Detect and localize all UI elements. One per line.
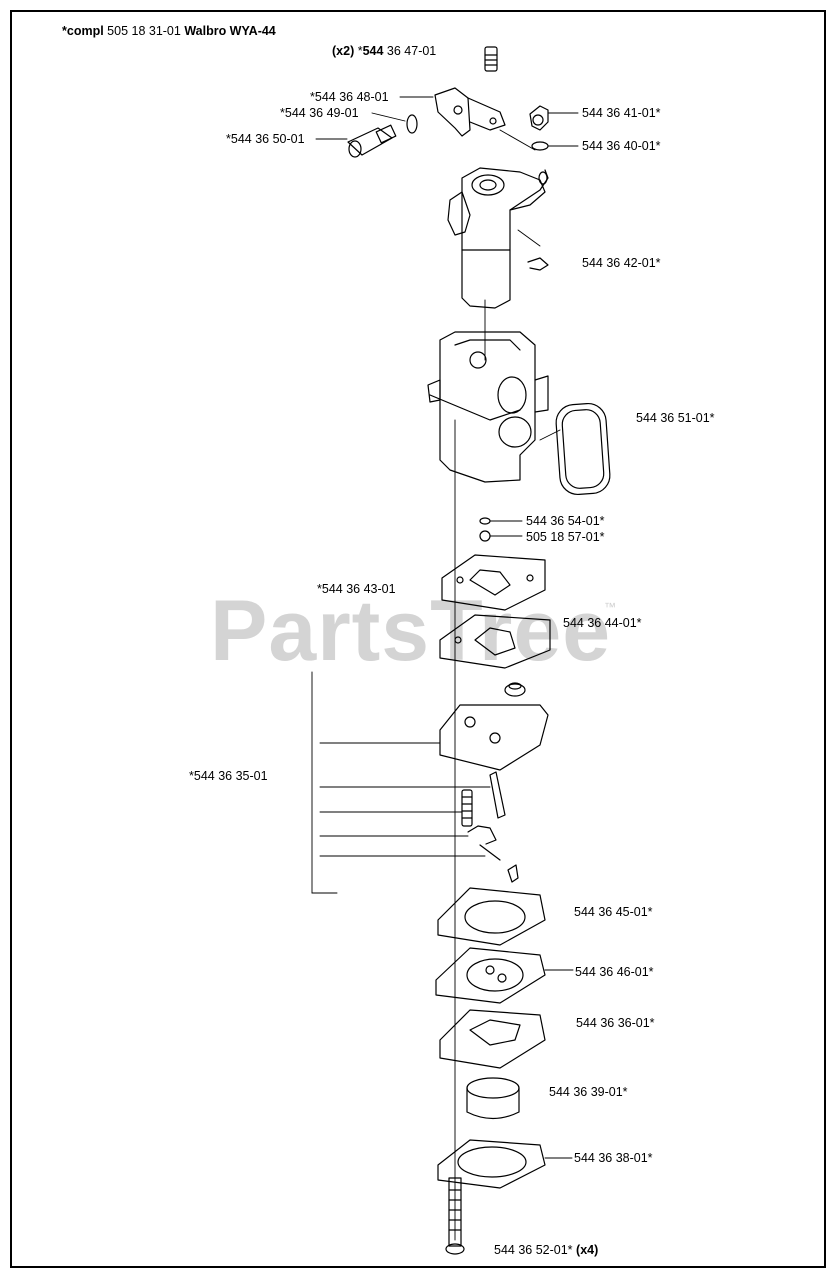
callout-544-36-48-01: *544 36 48-01	[310, 90, 389, 104]
callout-star: *	[354, 44, 363, 58]
part-seal	[531, 141, 549, 151]
part-o-ring	[555, 402, 611, 496]
part-shaft	[347, 124, 397, 158]
watermark-trademark: ™	[604, 600, 616, 614]
diagram-frame	[10, 10, 826, 1268]
callout-text: 544 36 52-01*	[494, 1243, 573, 1257]
part-bracket	[434, 87, 506, 137]
callout-544-36-50-01: *544 36 50-01	[226, 132, 305, 146]
watermark: PartsTree	[210, 583, 612, 679]
part-carburetor-body	[427, 331, 549, 483]
part-gasket-lower	[437, 887, 546, 946]
part-diaphragm-lower	[435, 947, 546, 1004]
callout-544-36-51-01: 544 36 51-01*	[636, 411, 715, 425]
part-elbow-fitting	[529, 105, 549, 131]
part-small-seal	[479, 517, 491, 525]
part-cover	[439, 1009, 546, 1069]
compl-prefix: *compl	[62, 24, 104, 38]
part-gasket-upper	[441, 554, 546, 611]
part-base-plate	[437, 1139, 546, 1189]
part-long-screw	[445, 1177, 465, 1255]
callout-544-36-41-01: 544 36 41-01*	[582, 106, 661, 120]
callout-544-36-46-01: 544 36 46-01*	[575, 965, 654, 979]
part-spring	[461, 789, 473, 827]
callout-505-18-57-01: 505 18 57-01*	[526, 530, 605, 544]
part-cup	[466, 1077, 520, 1120]
part-pump-body	[439, 682, 549, 771]
callout-rest: 36 47-01	[383, 44, 437, 58]
callout-544-36-39-01: 544 36 39-01*	[549, 1085, 628, 1099]
quantity-label: (x2)	[332, 44, 355, 58]
part-pin	[479, 844, 501, 861]
callout-544-36-40-01: 544 36 40-01*	[582, 139, 661, 153]
callout-544-36-43-01: *544 36 43-01	[317, 582, 396, 596]
part-lever	[467, 825, 497, 845]
quantity-label: (x4)	[576, 1243, 599, 1257]
callout-544-36-36-01: 544 36 36-01*	[576, 1016, 655, 1030]
part-diaphragm-upper	[439, 614, 551, 669]
part-needle	[489, 771, 506, 819]
compl-model: Walbro WYA-44	[184, 24, 276, 38]
assembly-title: *compl 505 18 31-01 Walbro WYA-44	[62, 24, 276, 38]
callout-544-36-38-01: 544 36 38-01*	[574, 1151, 653, 1165]
callout-544-36-35-01: *544 36 35-01	[189, 769, 268, 783]
part-clip	[527, 257, 549, 271]
callout-544-36-42-01: 544 36 42-01*	[582, 256, 661, 270]
callout-544-36-44-01: 544 36 44-01*	[563, 616, 642, 630]
compl-number: 505 18 31-01	[103, 24, 185, 38]
callout-leader-lines	[315, 96, 579, 1159]
callout-544-36-47-01: (x2) *544 36 47-01	[332, 44, 436, 58]
part-throttle-cylinder	[447, 167, 549, 309]
callout-544-36-52-01: 544 36 52-01* (x4)	[494, 1243, 598, 1257]
callout-544-36-49-01: *544 36 49-01	[280, 106, 359, 120]
callout-544-36-45-01: 544 36 45-01*	[574, 905, 653, 919]
part-screw-small	[507, 864, 519, 883]
part-washer	[406, 114, 418, 134]
callout-544-36-54-01: 544 36 54-01*	[526, 514, 605, 528]
part-small-plug	[479, 530, 491, 542]
callout-bold-part: 544	[362, 44, 384, 58]
part-screw-top	[484, 46, 498, 72]
bracket-leader-lines	[311, 671, 491, 894]
